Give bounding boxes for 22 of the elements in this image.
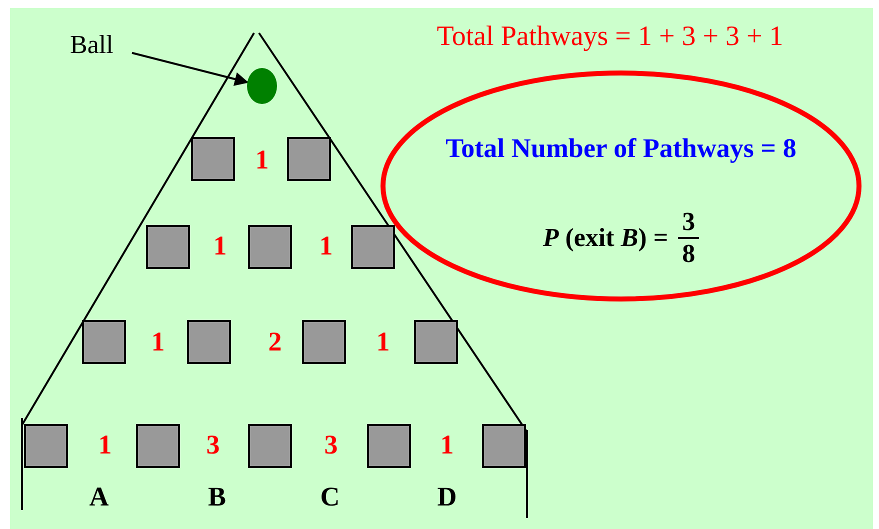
pathway-count: 1 [213,232,227,260]
pathways-sum: Total Pathways = 1 + 3 + 3 + 1 [436,23,784,51]
pathway-count: 3 [206,432,220,458]
probability-formula: P (exit B) = [542,224,668,251]
pathway-count: 1 [319,232,333,260]
fraction-denominator: 8 [681,238,696,269]
ball-label: Ball [70,32,114,58]
pathway-count: 1 [440,432,454,458]
fraction-numerator: 3 [678,207,700,239]
pathway-count: 2 [268,328,282,356]
exit-letter: A [89,484,109,510]
pathway-count: 3 [324,432,338,458]
exit-letter: B [208,484,226,510]
exit-letter: C [320,484,340,510]
arrow [132,52,249,86]
pathway-count: 1 [151,328,165,356]
pathway-count: 1 [376,328,390,356]
exit-letter: D [437,484,457,510]
total-pathways-heading: Total Number of Pathways = 8 [444,135,798,162]
ball [247,68,277,104]
pathway-count: 1 [98,432,112,458]
pathway-count: 1 [255,146,269,174]
